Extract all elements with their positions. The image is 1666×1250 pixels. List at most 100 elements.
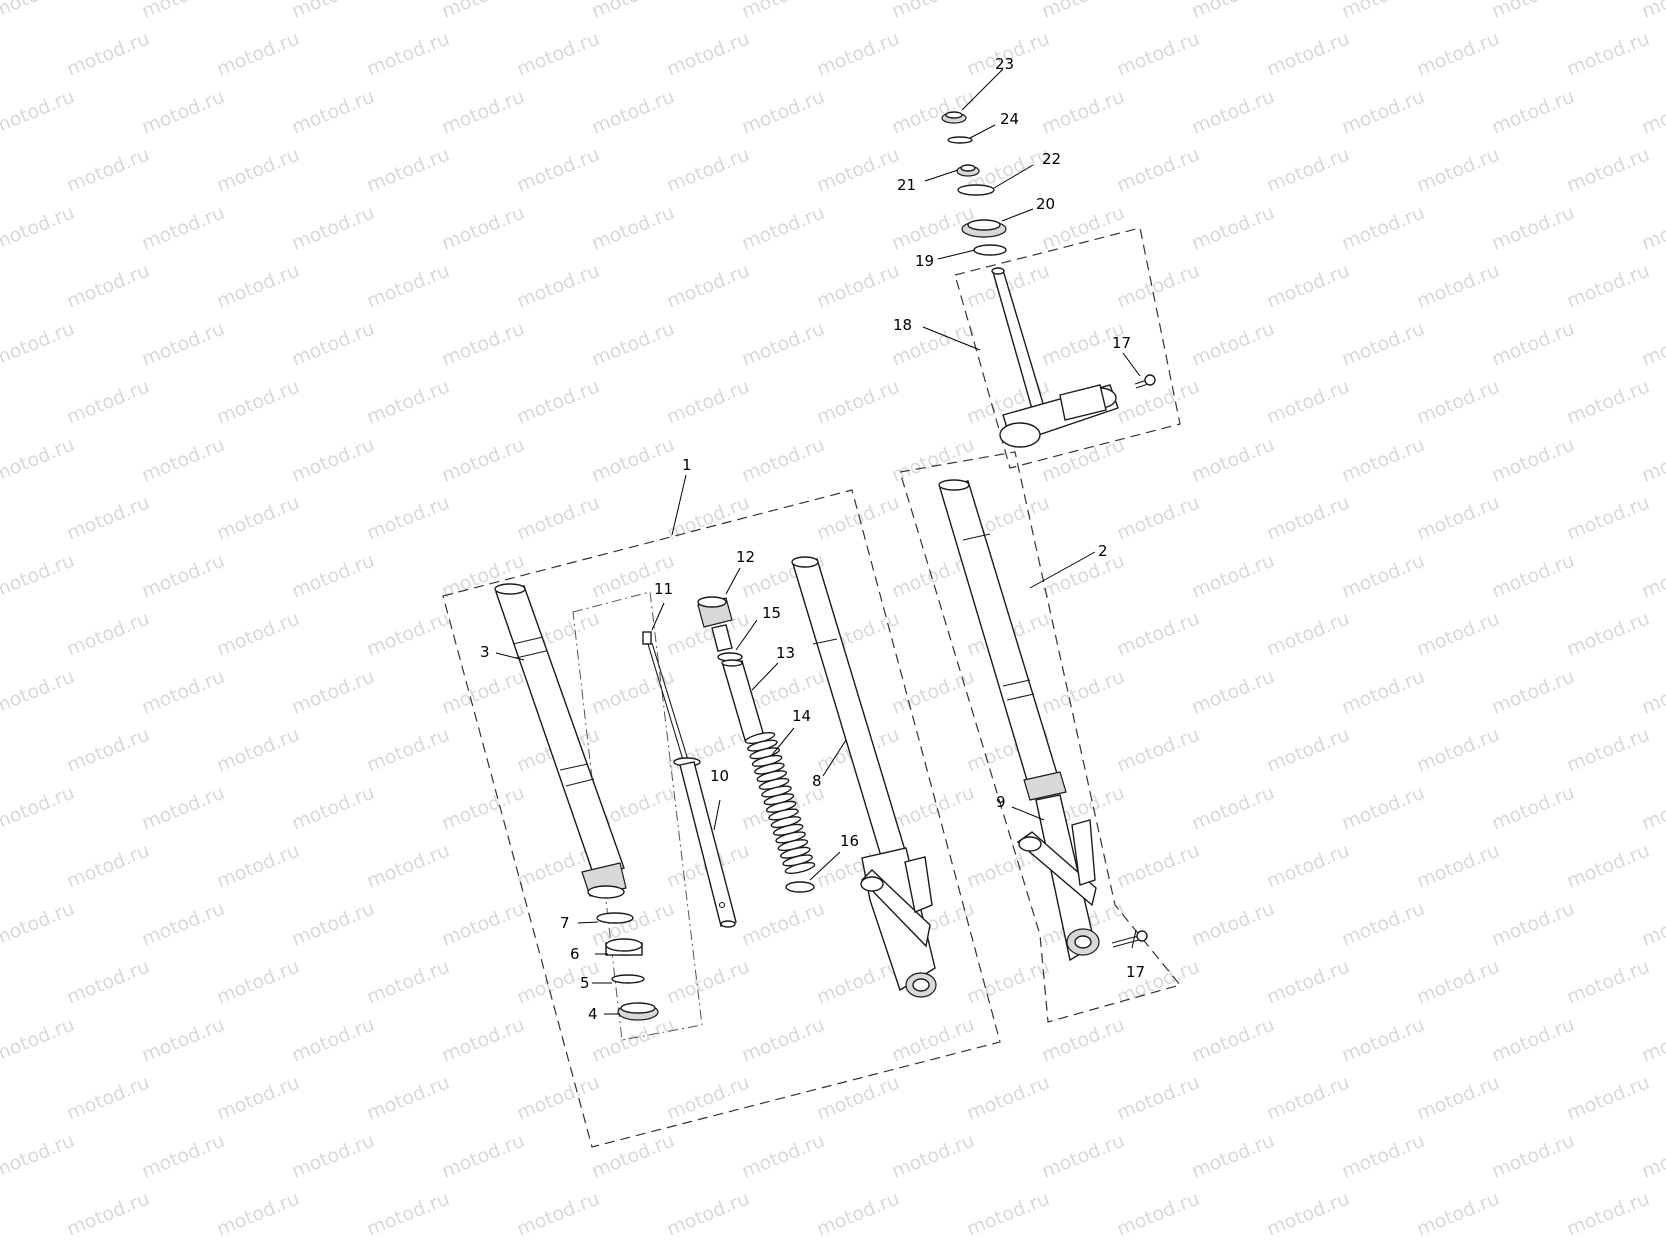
watermark-text: motod.ru bbox=[289, 898, 378, 951]
watermark-text: motod.ru bbox=[1639, 666, 1666, 719]
watermark-text: motod.ru bbox=[0, 1188, 3, 1241]
watermark-text: motod.ru bbox=[0, 434, 78, 487]
watermark-text: motod.ru bbox=[0, 202, 78, 255]
watermark-text: motod.ru bbox=[1564, 376, 1653, 429]
watermark-text: motod.ru bbox=[589, 86, 678, 139]
watermark-text: motod.ru bbox=[289, 1130, 378, 1183]
callout-18: 18 bbox=[893, 316, 912, 334]
watermark-text: motod.ru bbox=[739, 1130, 828, 1183]
watermark-text: motod.ru bbox=[1114, 376, 1203, 429]
watermark-text: motod.ru bbox=[1189, 898, 1278, 951]
watermark-text: motod.ru bbox=[1189, 202, 1278, 255]
lock-washer-part-24 bbox=[947, 136, 973, 144]
watermark-text: motod.ru bbox=[64, 376, 153, 429]
watermark-text: motod.ru bbox=[214, 608, 303, 661]
watermark-text: motod.ru bbox=[64, 492, 153, 545]
watermark-text: motod.ru bbox=[1264, 1188, 1353, 1241]
watermark-text: motod.ru bbox=[0, 840, 3, 893]
watermark-text: motod.ru bbox=[889, 666, 978, 719]
watermark-text: motod.ru bbox=[139, 550, 228, 603]
watermark-text: motod.ru bbox=[1264, 724, 1353, 777]
watermark-text: motod.ru bbox=[1264, 28, 1353, 81]
watermark-text: motod.ru bbox=[1114, 260, 1203, 313]
watermark-text: motod.ru bbox=[1639, 86, 1666, 139]
bolt-part-17-upper bbox=[1134, 374, 1156, 389]
watermark-text: motod.ru bbox=[289, 318, 378, 371]
watermark-text: motod.ru bbox=[1414, 956, 1503, 1009]
watermark-text: motod.ru bbox=[1639, 0, 1666, 23]
watermark-text: motod.ru bbox=[439, 1130, 528, 1183]
watermark-text: motod.ru bbox=[64, 1072, 153, 1125]
callout-17-upper: 17 bbox=[1112, 334, 1131, 352]
watermark-text: motod.ru bbox=[364, 1188, 453, 1241]
watermark-text: motod.ru bbox=[1339, 0, 1428, 23]
watermark-text: motod.ru bbox=[1489, 898, 1578, 951]
watermark-text: motod.ru bbox=[1039, 666, 1128, 719]
watermark-text: motod.ru bbox=[964, 1072, 1053, 1125]
watermark-text: motod.ru bbox=[214, 144, 303, 197]
watermark-text: motod.ru bbox=[1564, 956, 1653, 1009]
watermark-text: motod.ru bbox=[1339, 666, 1428, 719]
watermark-text: motod.ru bbox=[739, 0, 828, 23]
watermark-text: motod.ru bbox=[364, 1072, 453, 1125]
watermark-text: motod.ru bbox=[139, 202, 228, 255]
watermark-text: motod.ru bbox=[664, 492, 753, 545]
callout-12: 12 bbox=[736, 548, 755, 566]
watermark-text: motod.ru bbox=[589, 0, 678, 23]
watermark-text: motod.ru bbox=[514, 260, 603, 313]
watermark-text: motod.ru bbox=[664, 260, 753, 313]
watermark-text: motod.ru bbox=[814, 28, 903, 81]
watermark-text: motod.ru bbox=[589, 666, 678, 719]
watermark-text: motod.ru bbox=[64, 144, 153, 197]
watermark-text: motod.ru bbox=[1564, 1072, 1653, 1125]
assembly-boundary-1 bbox=[442, 489, 1001, 1148]
watermark-text: motod.ru bbox=[214, 28, 303, 81]
watermark-text: motod.ru bbox=[1639, 782, 1666, 835]
callout-11: 11 bbox=[654, 580, 673, 598]
watermark-text: motod.ru bbox=[1564, 28, 1653, 81]
watermark-text: motod.ru bbox=[739, 1246, 828, 1250]
watermark-text: motod.ru bbox=[1189, 434, 1278, 487]
watermark-text: motod.ru bbox=[1339, 898, 1428, 951]
callout-20: 20 bbox=[1036, 195, 1055, 213]
watermark-text: motod.ru bbox=[64, 260, 153, 313]
watermark-text: motod.ru bbox=[0, 550, 78, 603]
watermark-text: motod.ru bbox=[0, 1246, 78, 1250]
watermark-text: motod.ru bbox=[1264, 956, 1353, 1009]
watermark-text: motod.ru bbox=[439, 0, 528, 23]
spring-part-14 bbox=[744, 731, 816, 875]
watermark-text: motod.ru bbox=[64, 608, 153, 661]
callout-7: 7 bbox=[560, 914, 570, 932]
watermark-text: motod.ru bbox=[1039, 1246, 1128, 1250]
watermark-text: motod.ru bbox=[1489, 666, 1578, 719]
watermark-text: motod.ru bbox=[439, 434, 528, 487]
watermark-text: motod.ru bbox=[0, 28, 3, 81]
watermark-text: motod.ru bbox=[0, 318, 78, 371]
watermark-text: motod.ru bbox=[364, 608, 453, 661]
callout-21: 21 bbox=[897, 176, 916, 194]
watermark-text: motod.ru bbox=[1339, 550, 1428, 603]
watermark-text: motod.ru bbox=[289, 0, 378, 23]
watermark-text: motod.ru bbox=[1039, 434, 1128, 487]
watermark-text: motod.ru bbox=[439, 666, 528, 719]
watermark-text: motod.ru bbox=[1639, 550, 1666, 603]
watermark-text: motod.ru bbox=[1189, 1246, 1278, 1250]
watermark-text: motod.ru bbox=[0, 1072, 3, 1125]
watermark-text: motod.ru bbox=[139, 666, 228, 719]
watermark-text: motod.ru bbox=[514, 1072, 603, 1125]
watermark-text: motod.ru bbox=[814, 144, 903, 197]
watermark-text: motod.ru bbox=[514, 1188, 603, 1241]
watermark-text: motod.ru bbox=[1189, 0, 1278, 23]
watermark-text: motod.ru bbox=[1339, 1246, 1428, 1250]
spring-coil bbox=[784, 861, 816, 875]
bearing-part-20 bbox=[961, 219, 1007, 238]
watermark-text: motod.ru bbox=[0, 144, 3, 197]
watermark-text: motod.ru bbox=[589, 1014, 678, 1067]
watermark-text: motod.ru bbox=[1414, 28, 1503, 81]
watermark-text: motod.ru bbox=[889, 0, 978, 23]
watermark-text: motod.ru bbox=[0, 86, 78, 139]
watermark-text: motod.ru bbox=[1414, 840, 1503, 893]
watermark-text: motod.ru bbox=[589, 1130, 678, 1183]
cap-bolt-part-12 bbox=[697, 596, 733, 652]
watermark-text: motod.ru bbox=[739, 1014, 828, 1067]
